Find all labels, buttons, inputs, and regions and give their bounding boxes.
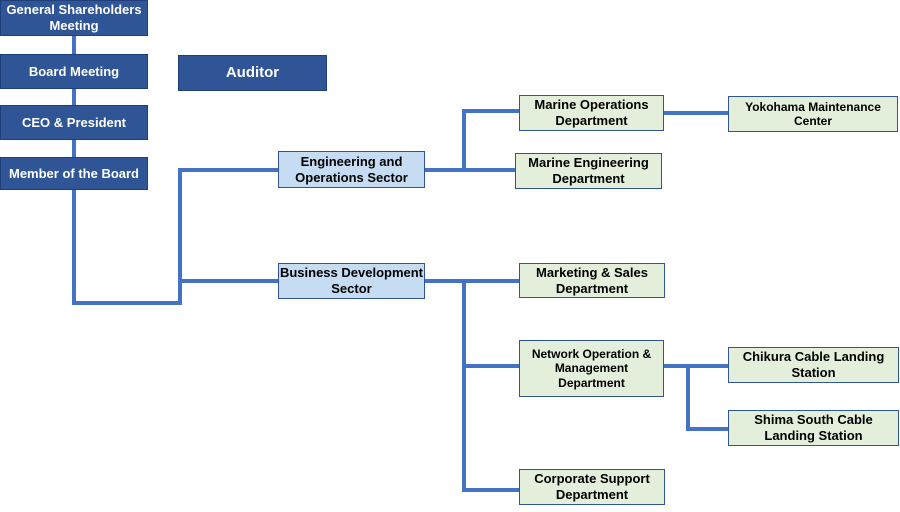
board-meeting-box: Board Meeting	[0, 54, 148, 89]
marketing-sales-department-box: Marketing & Sales Department	[519, 263, 665, 298]
network-operation-management-department-label: Network Operation & Management Departmen…	[531, 346, 652, 390]
marketing-sales-department-label: Marketing & Sales Department	[536, 264, 648, 296]
engineering-operations-sector-label: Engineering and Operations Sector	[295, 153, 408, 185]
connector-board-to-sectors	[72, 168, 278, 305]
member-of-the-board-label: Member of the Board	[8, 165, 139, 181]
connector-eng-branch	[462, 109, 519, 170]
shima-south-cable-landing-station-label: Shima South Cable Landing Station	[754, 412, 873, 443]
marine-engineering-department-label: Marine Engineering Department	[528, 155, 649, 186]
board-meeting-label: Board Meeting	[28, 63, 120, 79]
general-shareholders-meeting-box: General Shareholders Meeting	[0, 0, 148, 36]
auditor-box: Auditor	[178, 55, 327, 91]
ceo-president-box: CEO & President	[0, 105, 148, 140]
connector-to-shima	[686, 366, 728, 431]
chikura-cable-landing-station-label: Chikura Cable Landing Station	[742, 349, 885, 380]
marine-engineering-department-box: Marine Engineering Department	[515, 153, 662, 189]
business-development-sector-box: Business Development Sector	[278, 263, 425, 299]
ceo-president-label: CEO & President	[21, 114, 127, 130]
yokohama-maintenance-center-label: Yokohama Maintenance Center	[745, 99, 881, 128]
corporate-support-department-box: Corporate Support Department	[519, 469, 665, 505]
business-development-sector-label: Business Development Sector	[279, 265, 424, 296]
member-of-the-board-box: Member of the Board	[0, 157, 148, 190]
network-operation-management-department-box: Network Operation & Management Departmen…	[519, 340, 664, 397]
marine-operations-department-box: Marine Operations Department	[519, 95, 664, 131]
engineering-operations-sector-box: Engineering and Operations Sector	[278, 151, 425, 188]
shima-south-cable-landing-station-box: Shima South Cable Landing Station	[728, 410, 899, 446]
general-shareholders-meeting-label: General Shareholders Meeting	[6, 2, 142, 33]
corporate-support-department-label: Corporate Support Department	[534, 471, 650, 502]
chikura-cable-landing-station-box: Chikura Cable Landing Station	[728, 347, 899, 383]
connector-biz-branch	[462, 281, 519, 492]
yokohama-maintenance-center-box: Yokohama Maintenance Center	[728, 96, 898, 132]
marine-operations-department-label: Marine Operations Department	[534, 97, 649, 128]
auditor-label: Auditor	[225, 64, 280, 81]
